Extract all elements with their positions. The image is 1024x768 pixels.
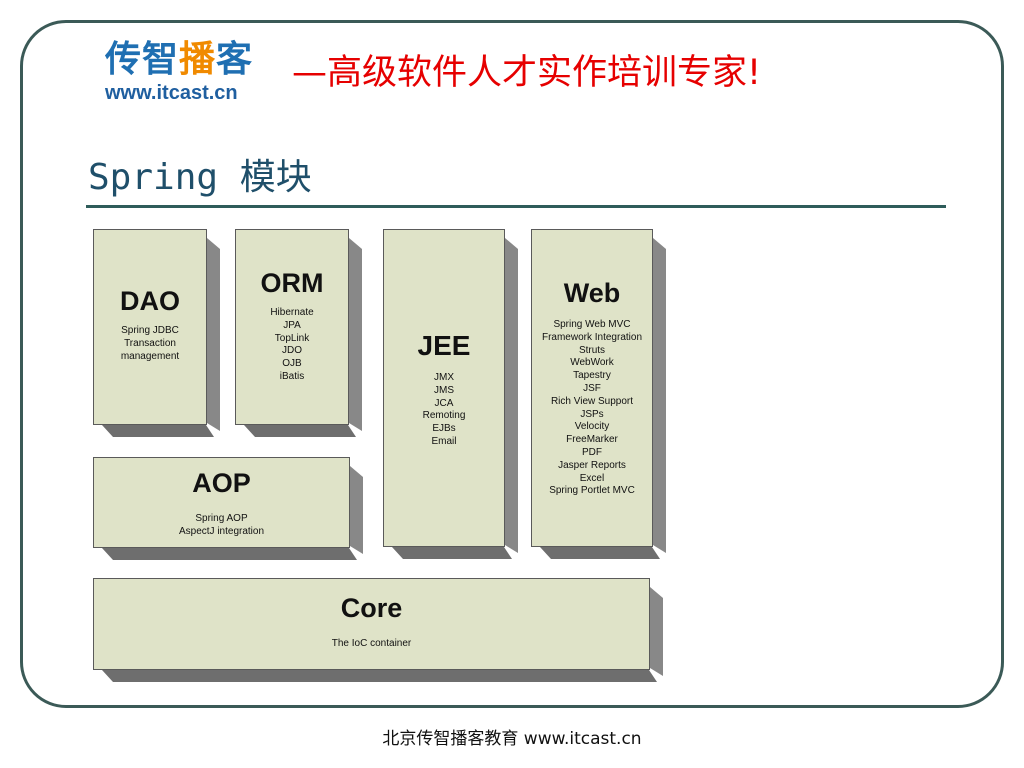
module-web: Web Spring Web MVC Framework Integration… <box>531 229 653 547</box>
module-aop: AOP Spring AOP AspectJ integration <box>93 457 350 548</box>
list-item: Spring Portlet MVC <box>549 485 635 497</box>
list-item: EJBs <box>432 423 456 435</box>
logo-part1: 传智 <box>105 39 180 80</box>
list-item: TopLink <box>274 332 310 344</box>
module-items: The IoC container <box>94 638 649 651</box>
slide-title: Spring 模块 <box>88 157 312 198</box>
list-item: FreeMarker <box>566 434 618 446</box>
list-item: management <box>120 350 180 362</box>
module-items: Spring Web MVC Framework Integration Str… <box>532 319 652 498</box>
module-title: AOP <box>192 468 251 498</box>
list-item: Struts <box>578 344 606 356</box>
list-item: AspectJ integration <box>178 525 265 537</box>
list-item: Spring JDBC <box>121 325 179 336</box>
logo-text: 传智播客 <box>105 40 253 80</box>
footer-text: 北京传智播客教育 www.itcast.cn <box>382 729 642 749</box>
list-item: Spring AOP <box>195 513 248 524</box>
module-orm: ORM Hibernate JPA TopLink JDO OJB iBatis <box>235 229 349 425</box>
list-item: Remoting <box>422 410 466 422</box>
list-item: WebWork <box>570 357 614 369</box>
list-item: JMX <box>434 372 454 383</box>
module-title: JEE <box>417 330 471 361</box>
list-item: Excel <box>579 472 605 484</box>
module-items: Spring JDBC Transaction management <box>94 325 206 363</box>
title-divider <box>86 205 946 208</box>
module-items: JMX JMS JCA Remoting EJBs Email <box>384 372 504 449</box>
logo-part2: 播 <box>179 39 217 80</box>
list-item: JMS <box>434 384 454 396</box>
module-core: Core The IoC container <box>93 578 650 670</box>
list-item: Transaction <box>124 337 176 349</box>
itcast-logo: 传智播客 www.itcast.cn <box>105 40 253 105</box>
module-title: DAO <box>120 286 180 316</box>
list-item: JCA <box>434 397 454 409</box>
list-item: JPA <box>283 319 301 331</box>
list-item: Tapestry <box>573 370 611 382</box>
list-item: The IoC container <box>331 638 412 649</box>
module-title: ORM <box>260 268 324 298</box>
list-item: Rich View Support <box>550 395 634 407</box>
module-dao: DAO Spring JDBC Transaction management <box>93 229 207 425</box>
list-item: iBatis <box>279 370 305 382</box>
module-title: Web <box>563 278 621 308</box>
list-item: Spring Web MVC <box>553 319 631 330</box>
list-item: JSF <box>583 382 601 394</box>
list-item: PDF <box>582 446 602 458</box>
module-title: Core <box>340 593 403 623</box>
module-items: Spring AOP AspectJ integration <box>94 513 349 539</box>
logo-url: www.itcast.cn <box>105 82 238 104</box>
list-item: Email <box>431 435 457 447</box>
module-jee: JEE JMX JMS JCA Remoting EJBs Email <box>383 229 505 547</box>
list-item: JSPs <box>580 408 604 420</box>
list-item: Velocity <box>574 421 610 433</box>
slogan: —高级软件人才实作培训专家! <box>292 53 762 93</box>
module-items: Hibernate JPA TopLink JDO OJB iBatis <box>236 307 348 384</box>
list-item: Hibernate <box>270 307 314 318</box>
list-item: JDO <box>282 345 302 357</box>
list-item: OJB <box>282 358 302 370</box>
logo-part3: 客 <box>216 39 254 80</box>
list-item: Jasper Reports <box>558 459 626 471</box>
list-item: Framework Integration <box>541 331 643 343</box>
